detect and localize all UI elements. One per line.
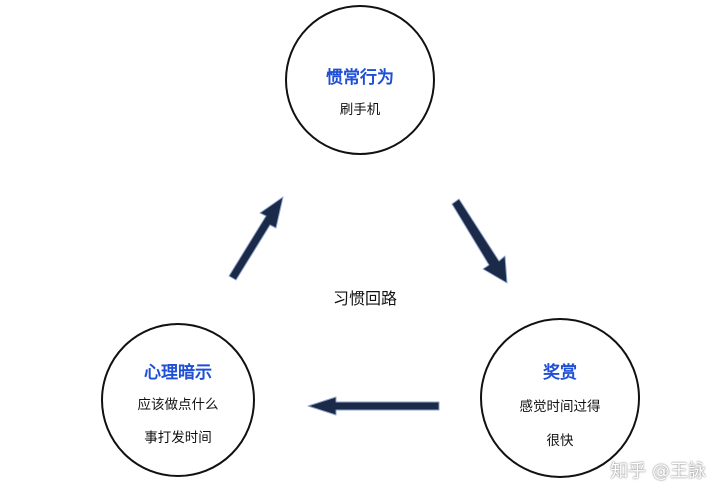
node-cue-title: 心理暗示 [144,363,212,383]
node-cue: 心理暗示 应该做点什么 事打发时间 [101,323,255,477]
node-reward-text-line-2: 很快 [546,433,574,449]
node-reward-text-line-1: 感觉时间过得 [519,399,601,415]
node-reward-title: 奖赏 [543,363,577,383]
node-habit-behavior: 惯常行为 刷手机 [285,5,435,155]
node-habit-text-line: 刷手机 [339,102,381,118]
edge-cue-to-habit [228,196,284,281]
node-reward: 奖赏 感觉时间过得 很快 [480,318,640,478]
edge-reward-to-cue [307,396,440,416]
edge-habit-to-reward [451,198,508,284]
node-cue-text-line-2: 事打发时间 [144,430,212,446]
watermark-text: 知乎 @王詠 [610,461,706,482]
arrow-habit-to-reward [451,198,508,284]
node-cue-text-line-1: 应该做点什么 [137,397,219,413]
arrow-cue-to-habit [228,196,284,281]
center-label: 习惯回路 [332,289,397,308]
arrow-reward-to-cue [307,396,440,416]
node-habit-title: 惯常行为 [326,68,394,88]
